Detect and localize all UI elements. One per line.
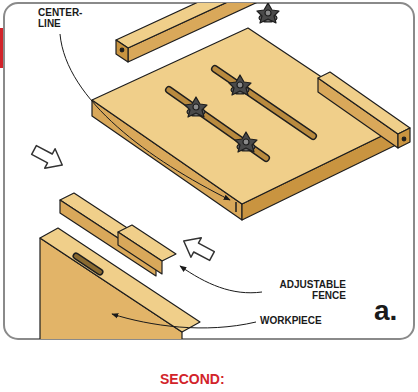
leader-line: [112, 314, 256, 328]
star-knob: [257, 3, 279, 23]
leader-line: [60, 34, 230, 200]
rail-top: [318, 72, 410, 134]
jig-drawing: [29, 3, 410, 339]
adjust-slot-inside: [215, 69, 313, 136]
rail-end: [398, 128, 410, 148]
adjust-slot: [215, 69, 313, 136]
rail-hole: [120, 48, 124, 52]
part-label: ADJUSTABLE FENCE: [262, 280, 346, 301]
adjust-slot-inside: [169, 90, 266, 158]
figure-letter: a.: [374, 296, 414, 325]
star-knob: [185, 97, 207, 117]
star-knob: [235, 132, 257, 152]
mortise-slot-inside: [76, 256, 100, 272]
panel-frame: [4, 3, 414, 339]
motion-arrow: [179, 231, 218, 265]
rail-hole: [402, 137, 406, 141]
leader-line: [180, 266, 262, 293]
mortise-slot: [76, 256, 100, 272]
rail-top: [116, 3, 312, 48]
adjust-slot: [169, 90, 266, 158]
motion-arrow: [29, 140, 68, 174]
part-label: WORKPIECE: [260, 316, 350, 327]
rail-end: [116, 40, 128, 62]
part-label: CENTER- LINE: [38, 8, 90, 29]
centerline-mark: [235, 202, 237, 212]
fence-side: [118, 232, 162, 274]
star-knob: [229, 75, 251, 95]
step-heading: SECOND:: [160, 372, 280, 387]
